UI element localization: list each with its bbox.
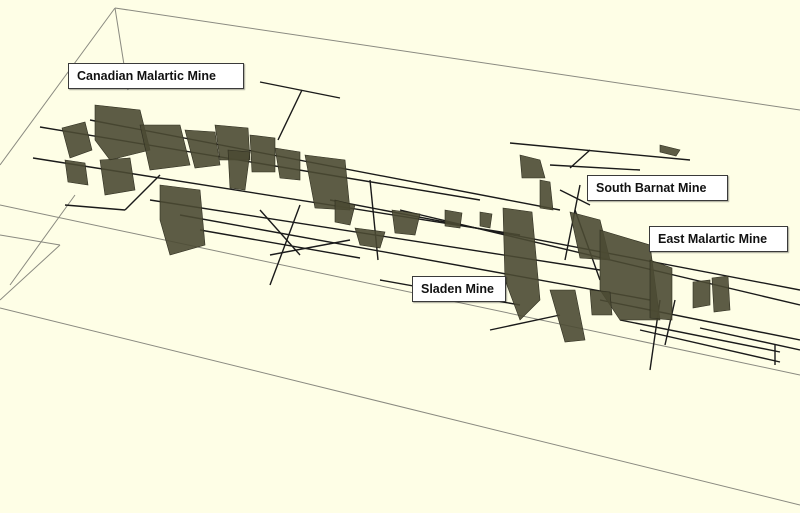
label-south-barnat-mine: South Barnat Mine <box>587 175 728 201</box>
label-sladen-mine: Sladen Mine <box>412 276 506 302</box>
label-canadian-malartic-mine: Canadian Malartic Mine <box>68 63 244 89</box>
stope-bodies <box>61 104 731 343</box>
label-east-malartic-mine: East Malartic Mine <box>649 226 788 252</box>
bounding-box <box>0 7 800 506</box>
